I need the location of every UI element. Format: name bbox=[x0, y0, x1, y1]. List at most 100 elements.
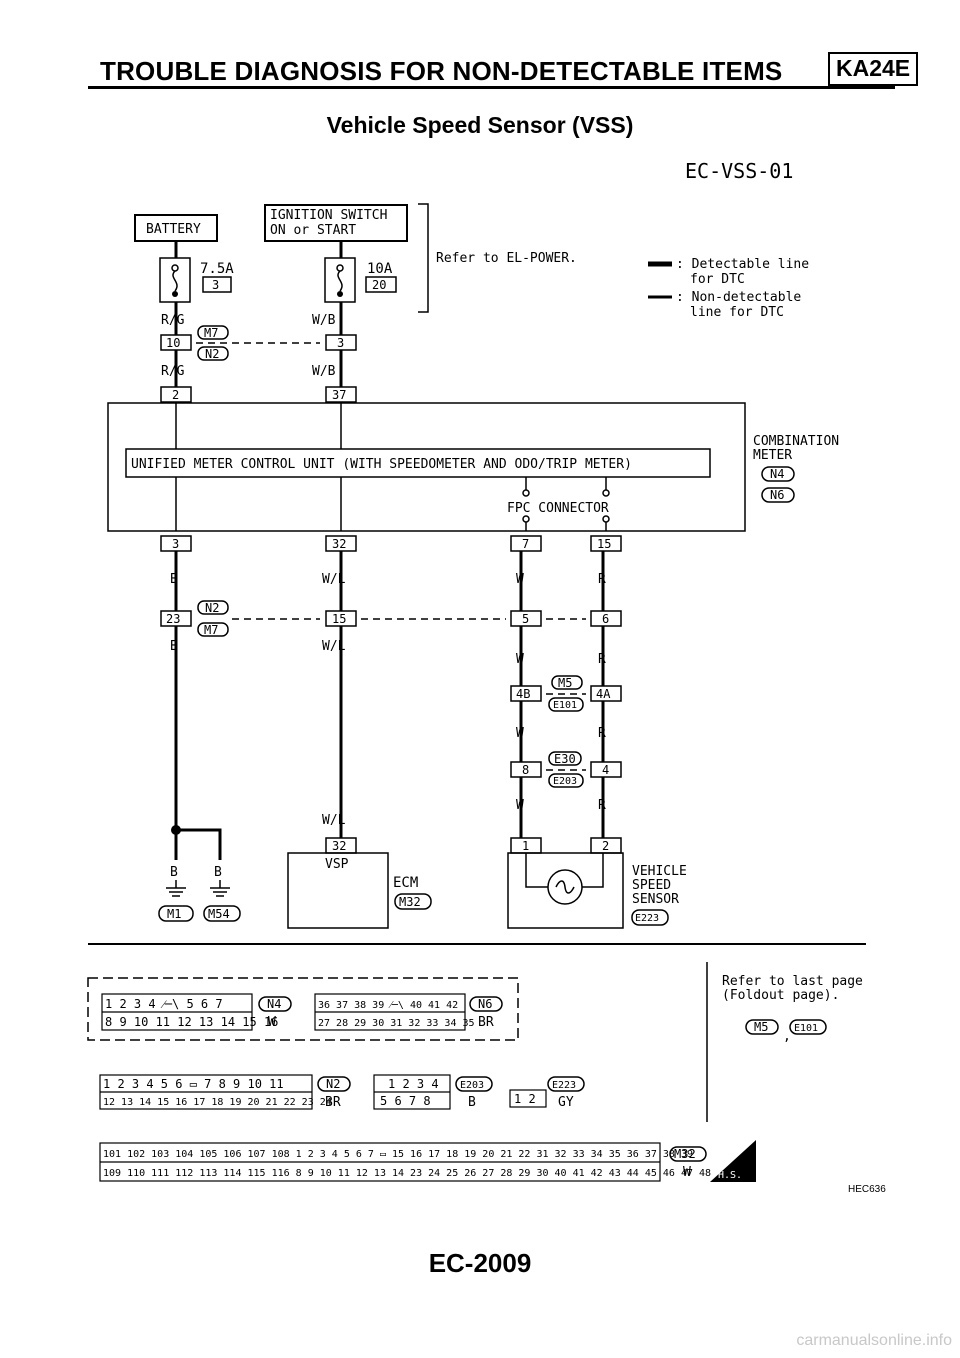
svg-text:101 102 103 104 105 106 107 10: 101 102 103 104 105 106 107 108 1 2 3 4 … bbox=[103, 1149, 693, 1160]
watermark: carmanualsonline.info bbox=[796, 1332, 952, 1349]
svg-text:E223: E223 bbox=[635, 913, 659, 924]
svg-text:23: 23 bbox=[166, 612, 180, 626]
fpc-label: FPC CONNECTOR bbox=[507, 501, 609, 516]
refer-power-text: Refer to EL-POWER. bbox=[436, 251, 577, 266]
svg-text:2: 2 bbox=[172, 388, 179, 402]
svg-text:1 2 3 4 5 6 ▭ 7 8 9 10 11: 1 2 3 4 5 6 ▭ 7 8 9 10 11 bbox=[103, 1077, 284, 1091]
page-header-title: TROUBLE DIAGNOSIS FOR NON-DETECTABLE ITE… bbox=[100, 56, 783, 86]
svg-text:37: 37 bbox=[332, 388, 346, 402]
figure-id: HEC636 bbox=[848, 1184, 886, 1195]
svg-text:B: B bbox=[170, 865, 178, 880]
header-rule bbox=[88, 86, 895, 89]
svg-text:7: 7 bbox=[522, 537, 529, 551]
svg-text:2: 2 bbox=[602, 839, 609, 853]
svg-text:SPEED: SPEED bbox=[632, 878, 671, 893]
svg-text:1: 1 bbox=[522, 839, 529, 853]
svg-text:BR: BR bbox=[478, 1015, 494, 1030]
svg-text:E203: E203 bbox=[553, 776, 577, 787]
svg-text:N6: N6 bbox=[770, 488, 784, 502]
umcu-label: UNIFIED METER CONTROL UNIT (WITH SPEEDOM… bbox=[131, 457, 632, 472]
hs-badge bbox=[710, 1140, 756, 1182]
combination-meter-box bbox=[107, 402, 746, 532]
svg-text:W: W bbox=[683, 1165, 691, 1180]
svg-text:R: R bbox=[598, 726, 606, 741]
svg-text:N6: N6 bbox=[478, 997, 492, 1011]
svg-text:B: B bbox=[170, 639, 178, 654]
svg-text:W/L: W/L bbox=[322, 813, 346, 828]
svg-text:W/B: W/B bbox=[312, 313, 336, 328]
svg-text:6: 6 bbox=[602, 612, 609, 626]
svg-text:8 9 10 11 12 13 14 15 16: 8 9 10 11 12 13 14 15 16 bbox=[105, 1015, 278, 1029]
svg-text:W: W bbox=[268, 1015, 276, 1030]
svg-text:E30: E30 bbox=[554, 752, 576, 766]
fuse-10a-amp: 10A bbox=[367, 261, 393, 277]
fuse-10a-no: 20 bbox=[372, 278, 386, 292]
svg-text:3: 3 bbox=[172, 537, 179, 551]
page-number: EC-2009 bbox=[428, 1248, 532, 1278]
svg-text:W: W bbox=[516, 726, 524, 741]
svg-text:E223: E223 bbox=[552, 1080, 576, 1091]
svg-text:R/G: R/G bbox=[161, 364, 185, 379]
svg-text:5 6 7 8: 5 6 7 8 bbox=[380, 1094, 431, 1108]
svg-text:4A: 4A bbox=[596, 687, 611, 701]
svg-text:R: R bbox=[598, 652, 606, 667]
svg-text:N2: N2 bbox=[326, 1077, 340, 1091]
section-title: Vehicle Speed Sensor (VSS) bbox=[326, 112, 634, 138]
svg-text:1 2 3 4: 1 2 3 4 bbox=[388, 1077, 439, 1091]
svg-text:E203: E203 bbox=[460, 1080, 484, 1091]
svg-text:1 2: 1 2 bbox=[514, 1092, 536, 1106]
svg-text:15: 15 bbox=[332, 612, 346, 626]
svg-text:36 37 38 39 ⁄─\ 40 41 42: 36 37 38 39 ⁄─\ 40 41 42 bbox=[318, 1000, 458, 1011]
svg-text:15: 15 bbox=[597, 537, 611, 551]
engine-code-badge: KA24E bbox=[828, 52, 919, 86]
fuse-7-5a-amp: 7.5A bbox=[200, 261, 234, 277]
svg-text:B: B bbox=[214, 865, 222, 880]
ignition-label-1: IGNITION SWITCH bbox=[270, 208, 387, 223]
svg-text:32: 32 bbox=[332, 839, 346, 853]
svg-text:1 2 3 4 ⁄─\ 5 6 7: 1 2 3 4 ⁄─\ 5 6 7 bbox=[105, 997, 223, 1011]
svg-text:109 110 111 112 113 114 115 11: 109 110 111 112 113 114 115 116 8 9 10 1… bbox=[103, 1168, 711, 1179]
svg-text:H.S.: H.S. bbox=[718, 1170, 742, 1181]
svg-text:R/G: R/G bbox=[161, 313, 185, 328]
svg-text:W: W bbox=[516, 798, 524, 813]
svg-text:M32: M32 bbox=[399, 895, 421, 909]
svg-text:BR: BR bbox=[325, 1095, 341, 1110]
svg-text:M1: M1 bbox=[167, 907, 181, 921]
svg-text:W: W bbox=[516, 652, 524, 667]
svg-text:B: B bbox=[468, 1095, 476, 1110]
svg-text:M32: M32 bbox=[674, 1147, 696, 1161]
battery-label: BATTERY bbox=[146, 222, 201, 237]
legend-nondetectable-label-1: : Non-detectable bbox=[676, 290, 801, 305]
svg-text:,: , bbox=[783, 1029, 791, 1044]
diagram-code: EC-VSS-01 bbox=[685, 159, 793, 183]
fuse-7-5a-no: 3 bbox=[212, 278, 219, 292]
legend-detectable-label-1: : Detectable line bbox=[676, 257, 809, 272]
svg-text:VSP: VSP bbox=[325, 857, 349, 872]
svg-text:GY: GY bbox=[558, 1095, 574, 1110]
svg-text:M5: M5 bbox=[558, 676, 572, 690]
svg-text:E101: E101 bbox=[553, 700, 577, 711]
svg-text:M7: M7 bbox=[204, 326, 218, 340]
svg-text:Refer to last page: Refer to last page bbox=[722, 974, 863, 989]
svg-text:N2: N2 bbox=[205, 347, 219, 361]
svg-text:SENSOR: SENSOR bbox=[632, 892, 679, 907]
svg-text:M5: M5 bbox=[754, 1020, 768, 1034]
svg-text:M7: M7 bbox=[204, 623, 218, 637]
svg-text:N4: N4 bbox=[267, 997, 281, 1011]
svg-text:R: R bbox=[598, 798, 606, 813]
vss-box bbox=[507, 852, 624, 929]
svg-text:5: 5 bbox=[522, 612, 529, 626]
svg-text:27 28 29 30 31 32 33 34 35: 27 28 29 30 31 32 33 34 35 bbox=[318, 1018, 475, 1029]
svg-text:W/L: W/L bbox=[322, 572, 346, 587]
svg-text:M54: M54 bbox=[208, 907, 230, 921]
svg-text:10: 10 bbox=[166, 336, 180, 350]
svg-text:N2: N2 bbox=[205, 601, 219, 615]
ecm-label: ECM bbox=[393, 875, 418, 891]
svg-text:METER: METER bbox=[753, 448, 792, 463]
svg-text:R: R bbox=[598, 572, 606, 587]
ignition-label-2: ON or START bbox=[270, 223, 356, 238]
ac-source-icon bbox=[547, 869, 583, 905]
legend-detectable-label-2: for DTC bbox=[690, 272, 745, 287]
svg-text:W/L: W/L bbox=[322, 639, 346, 654]
